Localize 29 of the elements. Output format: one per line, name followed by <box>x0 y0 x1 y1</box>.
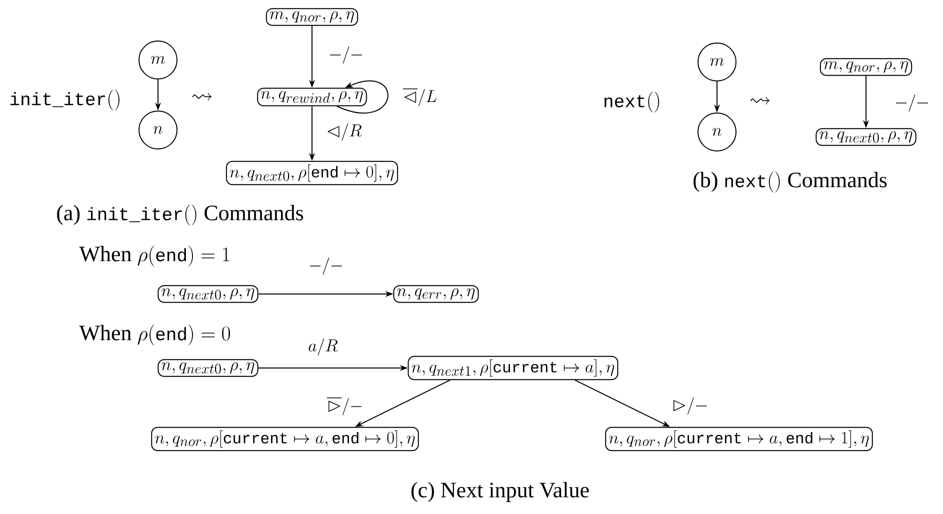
state-box: $n, q_{next0}, \rho[\texttt{end} \mapsto 0], \eta$ <box>226 160 398 186</box>
subcaption: $\text{(a) }\texttt{init\_iter}()\text{ Commands}$ <box>57 204 304 226</box>
edge-label: $\overline{\lhd}/L$ <box>402 86 438 108</box>
state-box: $n, q_{next0}, \rho, \eta$ <box>158 359 258 377</box>
condition-label: $\text{When }\rho(\texttt{end}) = 0$ <box>79 324 230 346</box>
command-label: $\texttt{next}()$ <box>604 92 660 112</box>
state-box: $n, q_{next0}, \rho, \eta$ <box>158 285 258 303</box>
condition-label: $\text{When }\rho(\texttt{end}) = 1$ <box>79 246 230 266</box>
state-box: $n, q_{err}, \rho, \eta$ <box>393 285 479 303</box>
state-box: $m, q_{nor}, \rho, \eta$ <box>820 58 912 76</box>
state-box: $n, q_{rewind}, \rho, \eta$ <box>257 88 367 106</box>
state-box: $m, q_{nor}, \rho, \eta$ <box>266 8 358 26</box>
command-label: $\texttt{init\_iter}()$ <box>10 90 120 110</box>
squiggle-arrow-symbol: $\rightsquigarrow$ <box>750 96 770 104</box>
squiggle-arrow-symbol: $\rightsquigarrow$ <box>192 92 212 100</box>
edge-label: $-/-$ <box>308 256 344 276</box>
state-box: $n, q_{nor}, \rho[\texttt{current} \mapsto a, \texttt{end} \mapsto 1], \eta$ <box>605 426 873 452</box>
edge-label: $\rhd/-$ <box>670 396 710 416</box>
state-box: $n, q_{next1}, \rho[\texttt{current} \mapsto a], \eta$ <box>408 356 618 380</box>
edge-label: $\overline{\rhd}/-$ <box>326 396 364 416</box>
edge-label: $-/-$ <box>328 45 364 65</box>
edge-label: $a/R$ <box>307 337 339 357</box>
state-box: $n, q_{nor}, \rho[\texttt{current} \mapsto a, \texttt{end} \mapsto 0], \eta$ <box>151 426 419 452</box>
state-box: $n, q_{next0}, \rho, \eta$ <box>816 128 916 146</box>
arrow <box>336 80 388 114</box>
edge-label: $-/-$ <box>894 93 930 113</box>
edge-label: $\lhd/R$ <box>325 122 363 142</box>
subcaption: $\text{(c) Next input Value}$ <box>411 482 589 502</box>
subcaption: $\text{(b) }\texttt{next}()\text{ Commands}$ <box>694 172 887 192</box>
